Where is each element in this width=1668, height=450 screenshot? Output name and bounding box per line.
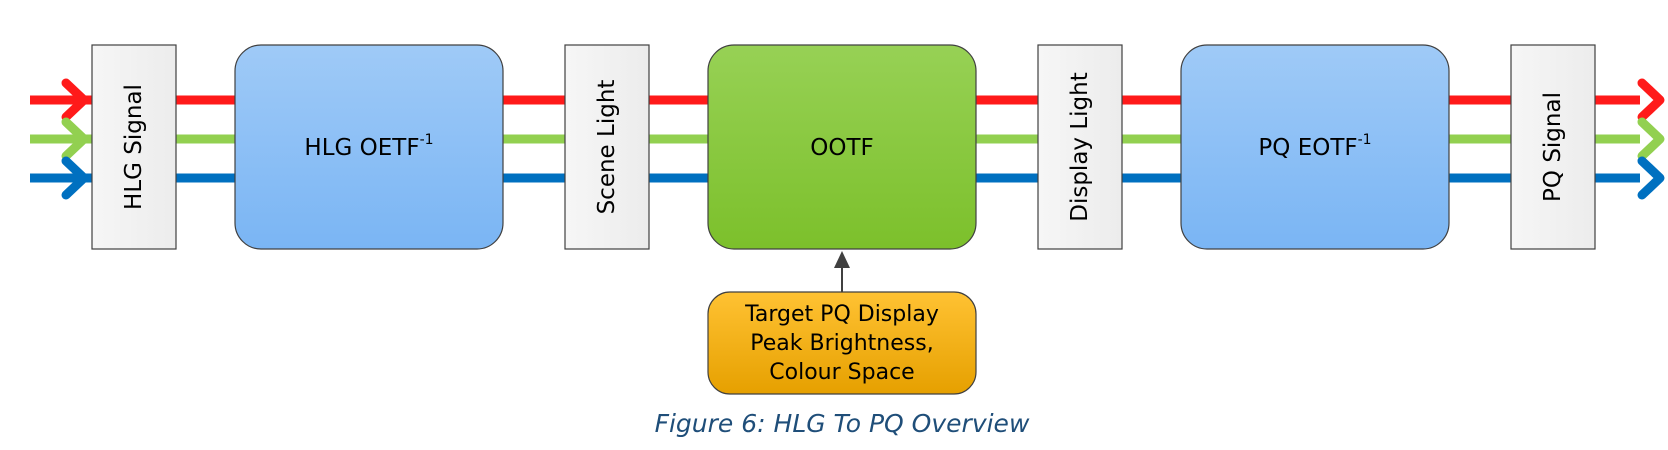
ootf-block: OOTF [707,44,977,250]
green-output-arrowhead [1637,117,1665,161]
input-box-line-1: Target PQ Display [744,302,939,327]
display-light-panel: Display Light [1037,44,1123,250]
blue-input-arrowhead [61,156,89,200]
red-input-arrowhead [61,78,89,122]
input-box-line-3: Colour Space [769,360,914,385]
hlg-signal-panel: HLG Signal [91,44,177,250]
pq-signal-label: PQ Signal [1540,92,1566,202]
ootf-label: OOTF [810,135,874,161]
pq-eotf-inverse-block: PQ EOTF-1 [1180,44,1450,250]
control-arrow [834,251,850,292]
pq-eotf-inverse-label: PQ EOTF-1 [1258,132,1371,161]
pq-signal-panel: PQ Signal [1510,44,1596,250]
hlg-oetf-inverse-block: HLG OETF-1 [234,44,504,250]
blue-output-arrowhead [1637,156,1665,200]
scene-light-label: Scene Light [594,80,620,215]
display-light-label: Display Light [1067,72,1093,222]
input-box-line-2: Peak Brightness, [750,331,933,356]
figure-caption: Figure 6: HLG To PQ Overview [655,409,1030,438]
scene-light-panel: Scene Light [564,44,650,250]
hlg-oetf-inverse-label: HLG OETF-1 [304,132,433,161]
output-arrowheads [1637,78,1665,200]
target-display-input-box: Target PQ Display Peak Brightness, Colou… [707,291,977,395]
red-output-arrowhead [1637,78,1665,122]
hlg-signal-label: HLG Signal [121,84,147,210]
control-arrowhead [834,251,850,268]
green-input-arrowhead [61,117,89,161]
input-arrowheads [61,78,89,200]
